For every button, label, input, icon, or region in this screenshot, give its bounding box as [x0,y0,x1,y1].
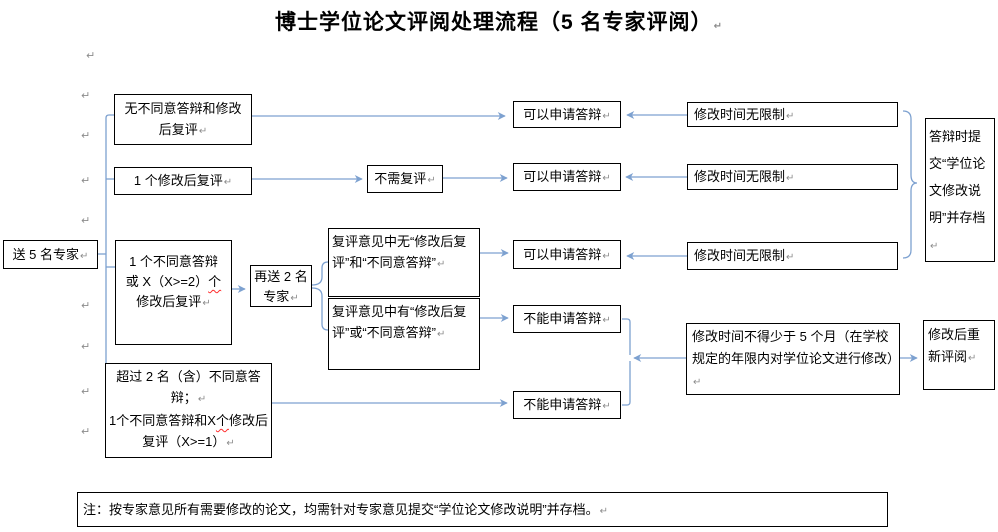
node-revision-time-unlimited-1: 修改时间无限制↵ [687,102,898,127]
paragraph-mark: ↵ [602,315,611,326]
paragraph-mark: ↵ [81,386,91,398]
node-label-line: 或 X（X>=2） [125,274,209,289]
node-no-disagree-or-revise: 无不同意答辩和修改 后复评↵ [114,94,252,145]
connector-b3-to-e2 [311,287,329,331]
node-label: 送 5 名专家 [12,247,80,262]
note-text: 注：按专家意见所有需要修改的论文，均需针对专家意见提交“学位论文修改说明”并存档… [83,502,599,517]
node-label-line: 修改后复评 [136,294,202,309]
node-label: 复评意见中有“修改后复评”或“不同意答辩” [332,304,467,340]
node-label: 可以申请答辩 [523,107,602,122]
node-label-line: 专家 [263,289,290,304]
node-label-line: 修改后复评（X>=1） [142,413,268,449]
node-label: 修改时间无限制 [694,169,786,184]
paragraph-mark: ↵ [81,426,91,438]
page-title-text: 博士学位论文评阅处理流程（5 名专家评阅） [275,11,713,34]
paragraph-mark: ↵ [223,177,233,188]
node-one-disagree-or-x-revise: 1 个不同意答辩 或 X（X>=2）个 修改后复评↵ [115,240,232,345]
paragraph-mark: ↵ [602,111,611,122]
node-label: 不能申请答辩 [523,311,602,326]
paragraph-mark: ↵ [81,341,91,353]
node-label: 可以申请答辩 [523,169,602,184]
paragraph-mark: ↵ [968,353,977,364]
node-label-line: 无不同意答辩和修改 [124,101,242,116]
node-label: 修改时间不得少于 5 个月（在学校规定的年限内对学位论文进行修改） [692,329,901,366]
node-can-apply-defense-2: 可以申请答辩↵ [513,163,621,191]
paragraph-mark: ↵ [81,130,91,142]
paragraph-mark: ↵ [427,175,436,186]
node-label: 不能申请答辩 [523,397,602,412]
paragraph-mark: ↵ [226,438,235,449]
node-label: 复评意见中无“修改后复评”和“不同意答辩” [332,234,467,270]
paragraph-mark: ↵ [81,175,91,187]
paragraph-mark: ↵ [198,126,208,137]
paragraph-mark: ↵ [81,90,91,102]
node-label-line: 再送 2 名 [254,269,308,284]
paragraph-mark: ↵ [197,394,207,405]
node-send-2-more-experts: 再送 2 名 专家↵ [250,265,312,307]
node-recheck-has-negative: 复评意见中有“修改后复评”或“不同意答辩”↵ [328,298,480,370]
paragraph-mark: ↵ [930,241,939,252]
node-label: 答辩时提交“学位论文修改说明”并存档 [929,129,986,225]
node-send-5-experts: 送 5 名专家↵ [3,240,98,269]
node-label-line: 后复评 [158,122,198,137]
node-label: 修改时间无限制 [694,248,786,263]
paragraph-mark: ↵ [602,173,611,184]
paragraph-mark: ↵ [693,377,702,388]
paragraph-mark: ↵ [86,50,96,62]
node-revision-time-unlimited-2: 修改时间无限制↵ [687,164,898,190]
paragraph-mark: ↵ [786,252,795,263]
node-can-apply-defense-3: 可以申请答辩↵ [513,240,621,269]
paragraph-mark: ↵ [80,251,89,262]
node-label-line: 1 个不同意答辩 [129,254,218,269]
connector-main-bracket [105,114,115,403]
node-can-apply-defense-1: 可以申请答辩↵ [513,101,621,128]
paragraph-mark: ↵ [786,173,795,184]
node-no-recheck-needed: 不需复评↵ [367,165,443,193]
node-label-line: 超过 2 名（含）不同意答辩； [116,369,261,405]
node-revision-time-unlimited-3: 修改时间无限制↵ [687,242,898,270]
node-label: 修改后重新评阅 [928,327,981,364]
spellcheck-squiggle-text: 个 [215,413,229,428]
node-revision-time-min-5-months: 修改时间不得少于 5 个月（在学校规定的年限内对学位论文进行修改） ↵ [686,323,900,395]
brace-d-to-i [902,110,918,259]
paragraph-mark: ↵ [290,293,299,304]
spellcheck-squiggle-text: 个 [208,274,222,289]
node-label-line: 1个不同意答辩和X [109,413,216,428]
paragraph-mark: ↵ [602,401,611,412]
node-label: 1 个修改后复评 [133,173,223,188]
node-cannot-apply-defense-2: 不能申请答辩↵ [513,391,621,419]
node-recheck-no-negative: 复评意见中无“修改后复评”和“不同意答辩”↵ [328,228,480,297]
node-over-two-disagree: 超过 2 名（含）不同意答辩；↵ 1个不同意答辩和X个修改后复评（X>=1）↵ [105,363,272,458]
node-submit-revision-note: 答辩时提交“学位论文修改说明”并存档 ↵ [925,118,995,262]
paragraph-mark: ↵ [602,251,611,262]
paragraph-mark: ↵ [786,111,795,122]
node-label: 修改时间无限制 [694,107,786,122]
node-one-revise-recheck: 1 个修改后复评↵ [114,167,252,195]
paragraph-mark: ↵ [437,259,446,270]
node-label: 可以申请答辩 [523,247,602,262]
note-box: 注：按专家意见所有需要修改的论文，均需针对专家意见提交“学位论文修改说明”并存档… [77,492,888,527]
paragraph-mark: ↵ [202,298,211,309]
connector-f-bracket [622,318,631,406]
paragraph-mark: ↵ [713,21,723,32]
node-label: 不需复评 [374,171,427,186]
paragraph-mark: ↵ [599,506,609,517]
connector-b3-to-e1 [311,261,329,286]
node-cannot-apply-defense-1: 不能申请答辩↵ [513,305,621,333]
paragraph-mark: ↵ [437,329,446,340]
node-re-review-after-revision: 修改后重新评阅↵ [923,320,995,390]
paragraph-mark: ↵ [81,215,91,227]
page-title: 博士学位论文评阅处理流程（5 名专家评阅）↵ [0,6,998,36]
paragraph-mark: ↵ [81,300,91,312]
